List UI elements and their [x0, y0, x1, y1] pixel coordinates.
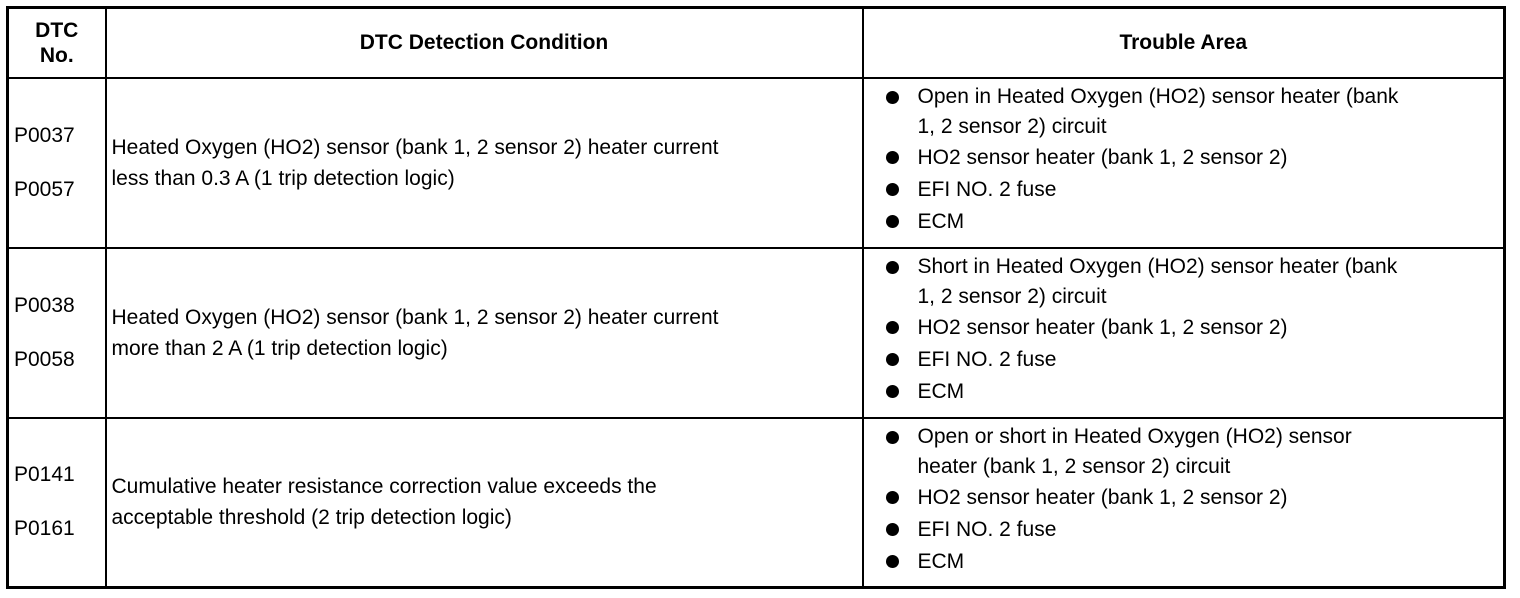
trouble-area-text: heater (bank 1, 2 sensor 2) circuit	[917, 454, 1231, 478]
trouble-area-text: EFI NO. 2 fuse	[917, 177, 1057, 201]
trouble-area-text: HO2 sensor heater (bank 1, 2 sensor 2)	[917, 315, 1288, 339]
bullet-icon	[885, 352, 899, 366]
condition-text: acceptable threshold (2 trip detection l…	[111, 506, 512, 530]
header-trouble-area: Trouble Area	[861, 6, 1506, 79]
list-item: HO2 sensor heater (bank 1, 2 sensor 2)	[885, 142, 1498, 174]
table-row: P0037 P0057 Heated Oxygen (HO2) sensor (…	[6, 76, 1506, 249]
trouble-area-text: EFI NO. 2 fuse	[917, 347, 1057, 371]
trouble-area-text: EFI NO. 2 fuse	[917, 517, 1057, 541]
bullet-icon	[885, 522, 899, 536]
header-dtc-no-line1: DTC	[35, 18, 79, 42]
list-item: ECM	[885, 376, 1498, 408]
condition-text: Cumulative heater resistance correction …	[111, 475, 657, 499]
table-row: P0038 P0058 Heated Oxygen (HO2) sensor (…	[6, 246, 1506, 419]
dtc-code-cell: P0037 P0057	[6, 76, 107, 249]
dtc-code-cell: P0038 P0058	[6, 246, 107, 419]
list-item: HO2 sensor heater (bank 1, 2 sensor 2)	[885, 482, 1498, 514]
bullet-icon	[885, 384, 899, 398]
detection-condition-cell: Cumulative heater resistance correction …	[104, 416, 864, 589]
trouble-area-text: HO2 sensor heater (bank 1, 2 sensor 2)	[917, 485, 1288, 509]
dtc-code: P0037	[14, 123, 75, 147]
trouble-area-text: Open or short in Heated Oxygen (HO2) sen…	[917, 424, 1352, 448]
list-item: EFI NO. 2 fuse	[885, 174, 1498, 206]
dtc-code: P0141	[14, 463, 75, 487]
table-row: P0141 P0161 Cumulative heater resistance…	[6, 416, 1506, 589]
list-item: ECM	[885, 206, 1498, 238]
dtc-code: P0161	[14, 517, 75, 541]
bullet-icon	[885, 214, 899, 228]
trouble-area-text: ECM	[917, 209, 965, 233]
list-item: Open in Heated Oxygen (HO2) sensor heate…	[885, 82, 1498, 142]
trouble-area-text: Short in Heated Oxygen (HO2) sensor heat…	[917, 254, 1398, 278]
condition-text: Heated Oxygen (HO2) sensor (bank 1, 2 se…	[111, 135, 719, 159]
bullet-icon	[885, 182, 899, 196]
header-dtc-no: DTC No.	[6, 6, 107, 79]
trouble-area-cell: Open or short in Heated Oxygen (HO2) sen…	[861, 416, 1506, 589]
list-item: ECM	[885, 546, 1498, 578]
bullet-icon	[885, 490, 899, 504]
dtc-table: DTC No. DTC Detection Condition Trouble …	[6, 6, 1506, 589]
trouble-area-text: ECM	[917, 549, 965, 573]
list-item: HO2 sensor heater (bank 1, 2 sensor 2)	[885, 312, 1498, 344]
trouble-area-cell: Short in Heated Oxygen (HO2) sensor heat…	[861, 246, 1506, 419]
list-item: Short in Heated Oxygen (HO2) sensor heat…	[885, 252, 1498, 312]
trouble-area-text: HO2 sensor heater (bank 1, 2 sensor 2)	[917, 145, 1288, 169]
bullet-icon	[885, 90, 899, 104]
detection-condition-cell: Heated Oxygen (HO2) sensor (bank 1, 2 se…	[104, 246, 864, 419]
dtc-code: P0058	[14, 347, 75, 371]
condition-text: Heated Oxygen (HO2) sensor (bank 1, 2 se…	[111, 305, 719, 329]
bullet-icon	[885, 320, 899, 334]
trouble-area-text: Open in Heated Oxygen (HO2) sensor heate…	[917, 84, 1399, 108]
dtc-code: P0038	[14, 293, 75, 317]
bullet-icon	[885, 150, 899, 164]
condition-text: more than 2 A (1 trip detection logic)	[111, 336, 448, 360]
list-item: EFI NO. 2 fuse	[885, 344, 1498, 376]
list-item: EFI NO. 2 fuse	[885, 514, 1498, 546]
bullet-icon	[885, 554, 899, 568]
header-detection-condition: DTC Detection Condition	[104, 6, 864, 79]
header-row: DTC No. DTC Detection Condition Trouble …	[6, 6, 1506, 79]
trouble-area-cell: Open in Heated Oxygen (HO2) sensor heate…	[861, 76, 1506, 249]
dtc-code: P0057	[14, 177, 75, 201]
trouble-area-list: Short in Heated Oxygen (HO2) sensor heat…	[885, 252, 1498, 408]
trouble-area-text: 1, 2 sensor 2) circuit	[917, 284, 1107, 308]
trouble-area-text: 1, 2 sensor 2) circuit	[917, 114, 1107, 138]
bullet-icon	[885, 430, 899, 444]
list-item: Open or short in Heated Oxygen (HO2) sen…	[885, 422, 1498, 482]
condition-text: less than 0.3 A (1 trip detection logic)	[111, 166, 455, 190]
header-dtc-no-line2: No.	[39, 43, 74, 67]
trouble-area-list: Open or short in Heated Oxygen (HO2) sen…	[885, 422, 1498, 578]
trouble-area-list: Open in Heated Oxygen (HO2) sensor heate…	[885, 82, 1498, 238]
detection-condition-cell: Heated Oxygen (HO2) sensor (bank 1, 2 se…	[104, 76, 864, 249]
bullet-icon	[885, 260, 899, 274]
dtc-code-cell: P0141 P0161	[6, 416, 107, 589]
trouble-area-text: ECM	[917, 379, 965, 403]
